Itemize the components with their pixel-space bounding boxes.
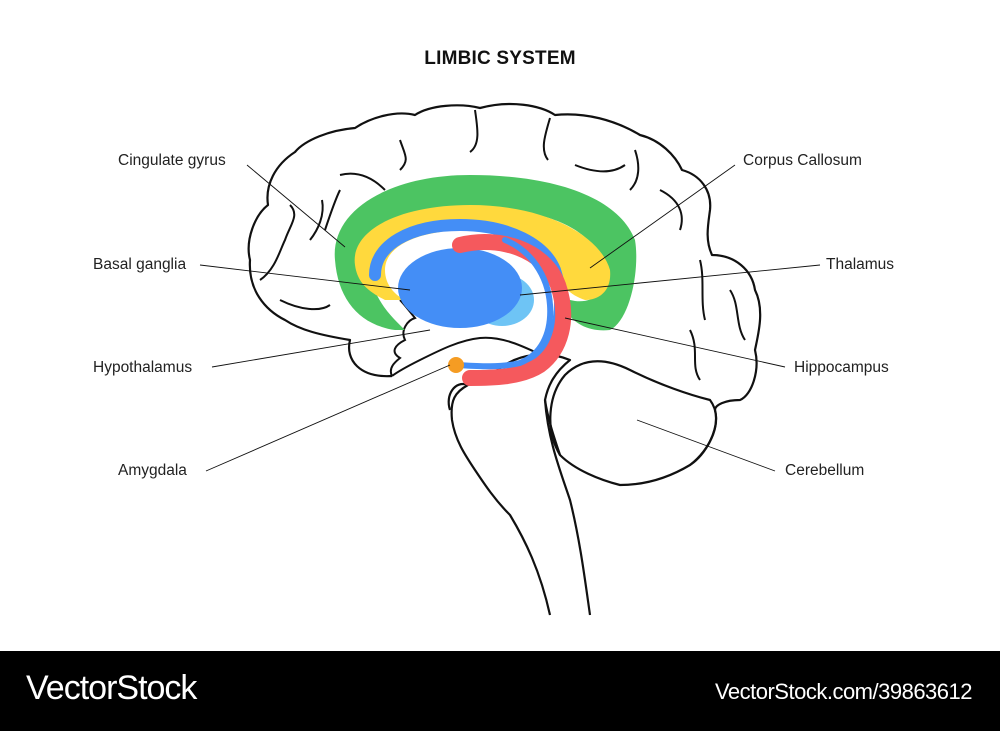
pons-outline [447,382,469,411]
label-hypothalamus: Hypothalamus [93,359,193,376]
label-hippocampus: Hippocampus [794,359,889,376]
fornix-shape [455,237,554,370]
gyri-lines [259,109,746,381]
diagram-title: LIMBIC SYSTEM [424,48,576,69]
amygdala-shape [448,357,464,373]
brainstem-outline [543,399,592,616]
footer-url: VectorStock.com/39863612 [714,679,973,704]
brain-diagram [199,102,821,616]
leader-lines [199,164,821,472]
footer-bar: VectorStock VectorStock.com/39863612 [0,651,1000,731]
label-cerebellum: Cerebellum [785,462,865,479]
label-corpus-callosum: Corpus Callosum [743,152,862,169]
label-thalamus: Thalamus [826,256,895,273]
label-amygdala: Amygdala [118,462,187,479]
basal-ganglia-shape [398,248,522,328]
hypothalamus-fold [389,299,536,377]
cerebellum-shape [549,360,718,466]
label-cingulate-gyrus: Cingulate gyrus [118,152,226,169]
label-basal-ganglia: Basal ganglia [93,256,187,273]
footer-brand: VectorStock [26,669,197,707]
